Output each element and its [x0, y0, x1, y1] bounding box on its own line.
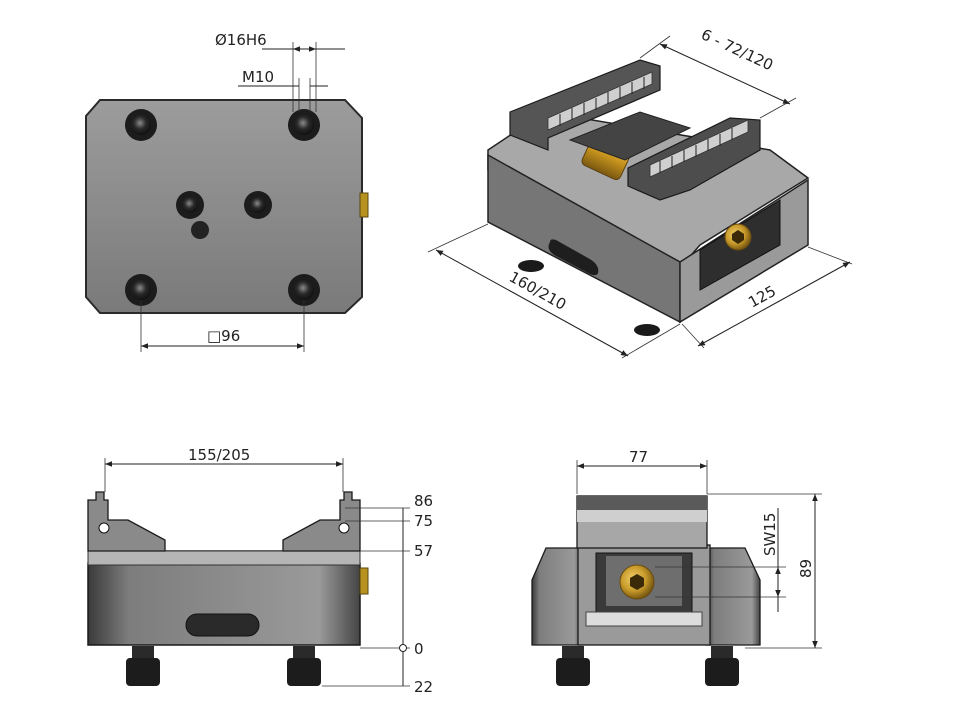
side-foot-left	[556, 646, 590, 686]
dim-wrench-size: SW15	[761, 513, 779, 556]
top-view-side-screw	[359, 192, 369, 218]
dim-width: 125	[745, 282, 779, 312]
front-foot-right	[287, 646, 321, 686]
dim-height-57: 57	[414, 542, 433, 560]
dim-height-75: 75	[414, 512, 433, 530]
mounting-bolt-top-right	[288, 109, 320, 141]
dim-thread: M10	[242, 68, 274, 86]
isometric-view: 6 - 72/120 160/210 125	[427, 25, 853, 359]
side-body	[531, 547, 583, 646]
mounting-bolt-top-left	[125, 109, 157, 141]
iso-foot-front	[634, 324, 660, 336]
dim-height-0: 0	[414, 640, 424, 658]
dim-height-22: 22	[414, 678, 433, 696]
front-view: 155/205 86 75 57 0 22	[87, 446, 433, 696]
center-bolt-left	[176, 191, 204, 219]
top-view: Ø16H6 M10 □96	[85, 31, 369, 352]
center-bolt-right	[244, 191, 272, 219]
datum-zero-marker	[399, 644, 407, 652]
dim-hole-pattern: □96	[207, 327, 240, 345]
locating-pin	[191, 221, 209, 239]
mounting-bolt-bottom-left	[125, 274, 157, 306]
iso-front-jaw-teeth	[659, 128, 733, 173]
front-jaw-right	[282, 491, 361, 552]
mounting-bolt-bottom-right	[288, 274, 320, 306]
front-slot	[185, 613, 260, 637]
dim-total-height: 89	[797, 559, 815, 578]
side-view: 77 SW15 89	[531, 448, 822, 686]
iso-foot-left	[518, 260, 544, 272]
iso-rear-jaw-teeth	[559, 77, 645, 126]
front-side-screw	[359, 567, 369, 595]
side-foot-right	[705, 646, 739, 686]
top-view-plate	[85, 99, 363, 314]
front-jaw-left	[87, 491, 166, 552]
dim-pin-diameter: Ø16H6	[215, 31, 267, 49]
front-foot-left	[126, 646, 160, 686]
dim-jaw-width: 77	[629, 448, 648, 466]
dim-length: 160/210	[506, 268, 569, 314]
dim-height-86: 86	[414, 492, 433, 510]
dim-clamp-width: 155/205	[188, 446, 250, 464]
